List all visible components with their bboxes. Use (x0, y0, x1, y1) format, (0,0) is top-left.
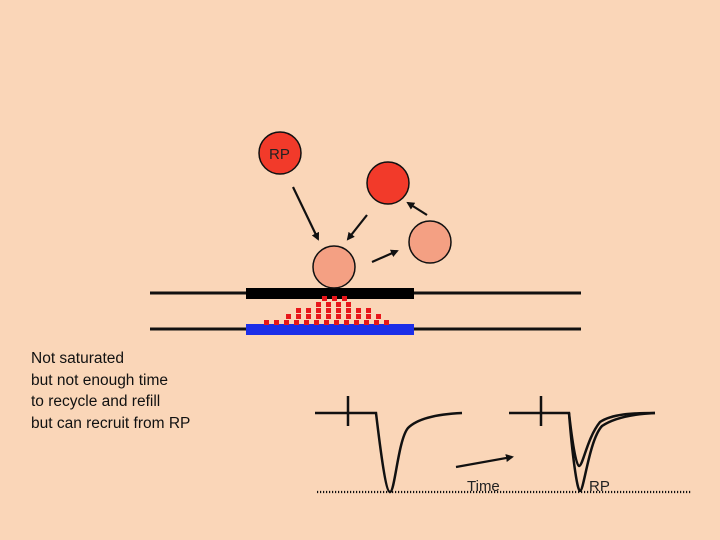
transmitter-dot (296, 314, 301, 319)
reserve-vesicle (366, 161, 410, 205)
transmitter-dot (346, 308, 351, 313)
postsynaptic-density (246, 324, 414, 335)
presynaptic-active-zone (246, 288, 414, 299)
arrow-docked-to-recycling (371, 249, 399, 264)
docked-vesicle (312, 245, 356, 289)
transmitter-dot (284, 320, 289, 325)
transmitter-dot (356, 314, 361, 319)
transmitter-dot (366, 308, 371, 313)
caption-line: Not saturated (31, 350, 125, 367)
transmitter-dot (326, 314, 331, 319)
transmitter-dot (344, 320, 349, 325)
transmitter-dot (376, 314, 381, 319)
arrow-reserve-to-docked (346, 214, 368, 241)
transmitter-dot (334, 320, 339, 325)
transmitter-dot (354, 320, 359, 325)
transmitter-dot (286, 314, 291, 319)
transmitter-dot (316, 302, 321, 307)
recycling-vesicle (408, 220, 452, 264)
current-trace-1 (315, 411, 463, 494)
rp-vesicle-label: RP (269, 146, 290, 163)
caption-line: but not enough time (31, 371, 169, 389)
transmitter-dot (324, 320, 329, 325)
transmitter-dot (364, 320, 369, 325)
transmitter-dot (346, 314, 351, 319)
transmitter-dot (306, 314, 311, 319)
arrow-rp-to-docked (292, 186, 320, 241)
transmitter-dot (342, 296, 347, 301)
transmitter-dot (356, 308, 361, 313)
arrow-recycling-to-reserve (406, 201, 428, 216)
current-trace-2b (567, 411, 656, 493)
transmitter-dot (336, 302, 341, 307)
caption-line: but can recruit from RP (31, 414, 191, 432)
transmitter-dot (336, 308, 341, 313)
transmitter-dot (296, 308, 301, 313)
transmitter-dot (304, 320, 309, 325)
transmitter-dot (274, 320, 279, 325)
caption-line: to recycle and refill (31, 393, 161, 410)
current-trace-2a (509, 411, 656, 468)
transmitter-dot (316, 308, 321, 313)
transmitter-dot (306, 308, 311, 313)
transmitter-dot (336, 314, 341, 319)
transmitter-dot (264, 320, 269, 325)
reserve-pool-vesicle (258, 131, 302, 175)
transmitter-dot (374, 320, 379, 325)
caption-text: Not saturated but not enough time to rec… (31, 348, 190, 434)
transmitter-dot (294, 320, 299, 325)
transmitter-dot (332, 296, 337, 301)
transmitter-dot (314, 320, 319, 325)
rp-trace-label: RP (589, 478, 610, 495)
time-arrow (455, 454, 514, 469)
transmitter-dot (322, 296, 327, 301)
transmitter-dot (384, 320, 389, 325)
transmitter-dot (346, 302, 351, 307)
transmitter-dot (326, 308, 331, 313)
time-axis-label: Time (467, 478, 500, 495)
transmitter-dot (316, 314, 321, 319)
transmitter-dot (366, 314, 371, 319)
current-traces (315, 396, 656, 494)
transmitter-dot (326, 302, 331, 307)
transmitter-cloud (264, 296, 389, 325)
